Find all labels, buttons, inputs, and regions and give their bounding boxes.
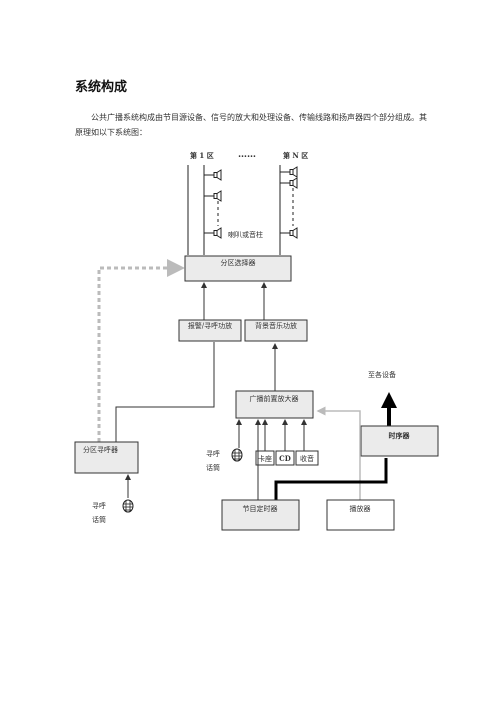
speaker-icon <box>289 177 298 189</box>
pager-mic-icon <box>122 499 134 513</box>
player-box <box>326 499 395 531</box>
preamp-label: 广播前置放大器 <box>250 394 299 403</box>
bgm-amp-label: 背景音乐功放 <box>255 321 297 330</box>
speaker-icon <box>289 227 298 239</box>
section-title: 系统构成 <box>75 80 128 95</box>
zone-pager-label: 分区寻呼器 <box>83 445 118 454</box>
preamp-box <box>235 390 314 419</box>
to-devices-label: 至各设备 <box>368 370 396 379</box>
sequencer-box <box>360 425 439 457</box>
zone-selector-label: 分区选择器 <box>221 258 256 267</box>
timer-box <box>221 499 300 531</box>
speaker-label: 喇叭或音柱 <box>228 230 263 239</box>
speaker-icon <box>289 166 298 178</box>
tape-deck-label: 卡座 <box>258 454 272 463</box>
speaker-icon <box>213 190 222 202</box>
section-paragraph: 公共广播系统构成由节目源设备、信号的放大和处理设备、传输线路和扬声器四个部分组成… <box>75 113 427 137</box>
timer-label: 节目定时器 <box>243 504 278 513</box>
zone-pager-box <box>74 441 139 474</box>
cd-label: CD <box>279 454 291 463</box>
mic-center-line1: 寻呼 <box>206 449 220 458</box>
zone-dots: …… <box>238 150 256 160</box>
mic-center-line2: 话筒 <box>206 463 220 472</box>
radio-box <box>295 450 319 466</box>
zone-n-label: 第 N 区 <box>283 151 308 160</box>
alarm-amp-box <box>178 319 242 342</box>
mic-left-line1: 寻呼 <box>92 501 106 510</box>
speaker-icon <box>213 169 222 181</box>
radio-label: 收音 <box>300 454 314 463</box>
mic-left-line2: 话筒 <box>92 515 106 524</box>
player-label: 播放器 <box>350 504 371 513</box>
pager-mic-icon <box>231 448 243 462</box>
speaker-icon <box>213 227 222 239</box>
zone-1-label: 第 1 区 <box>190 151 214 160</box>
bgm-amp-box <box>244 319 308 342</box>
zone-selector-box <box>184 255 292 282</box>
sequencer-label: 时序器 <box>389 431 411 440</box>
alarm-amp-label: 报警/寻呼功放 <box>188 321 232 330</box>
